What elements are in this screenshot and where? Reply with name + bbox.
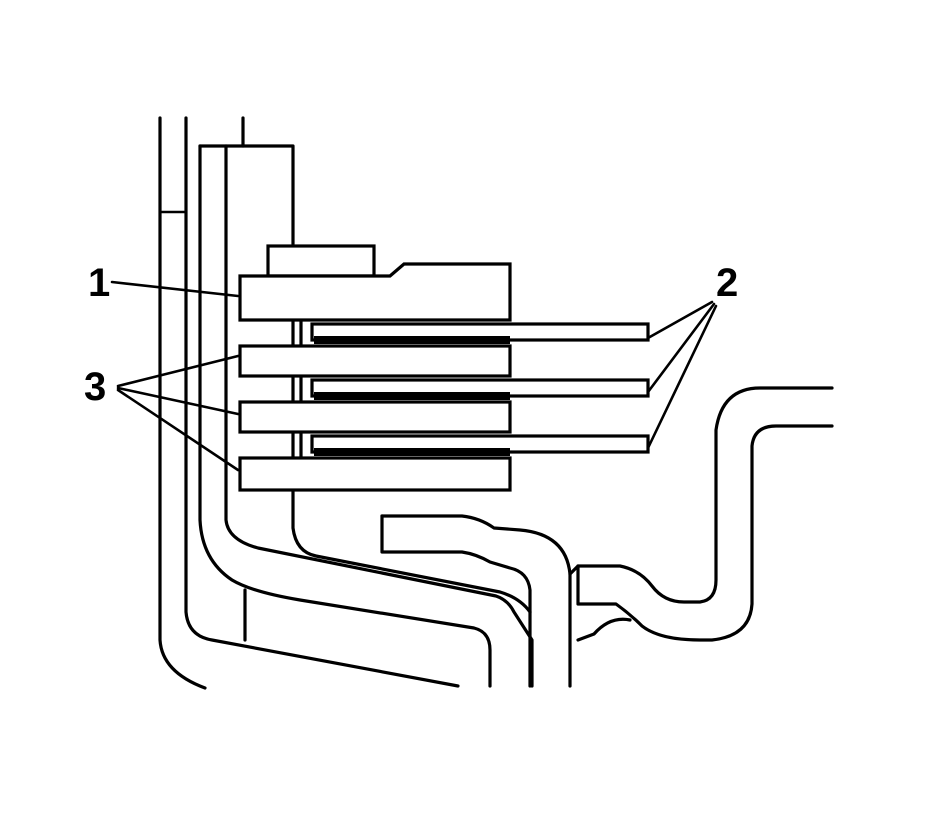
leader-line-3c xyxy=(116,388,240,472)
friction-disc-2-lining xyxy=(314,392,510,400)
leader-lines xyxy=(110,280,718,472)
housing-outline xyxy=(158,116,534,690)
leader-line-2b xyxy=(646,302,716,394)
steel-plate-1 xyxy=(238,344,512,378)
clutch-pack xyxy=(238,322,650,492)
callout-3-label: 3 xyxy=(84,365,106,409)
output-shaft-outline xyxy=(380,386,834,688)
leader-line-3a xyxy=(116,354,240,388)
friction-disc-1-lining xyxy=(314,336,510,344)
steel-plate-3 xyxy=(238,456,512,492)
friction-disc-3-lining xyxy=(314,448,510,456)
callout-2-label: 2 xyxy=(716,261,738,305)
leader-line-3b xyxy=(116,386,240,416)
leader-line-1 xyxy=(110,280,240,298)
callout-1-label: 1 xyxy=(88,261,110,305)
backing-plate xyxy=(238,244,512,322)
steel-plate-2 xyxy=(238,400,512,434)
leader-line-2a xyxy=(646,300,714,340)
leader-line-2c xyxy=(646,304,718,450)
